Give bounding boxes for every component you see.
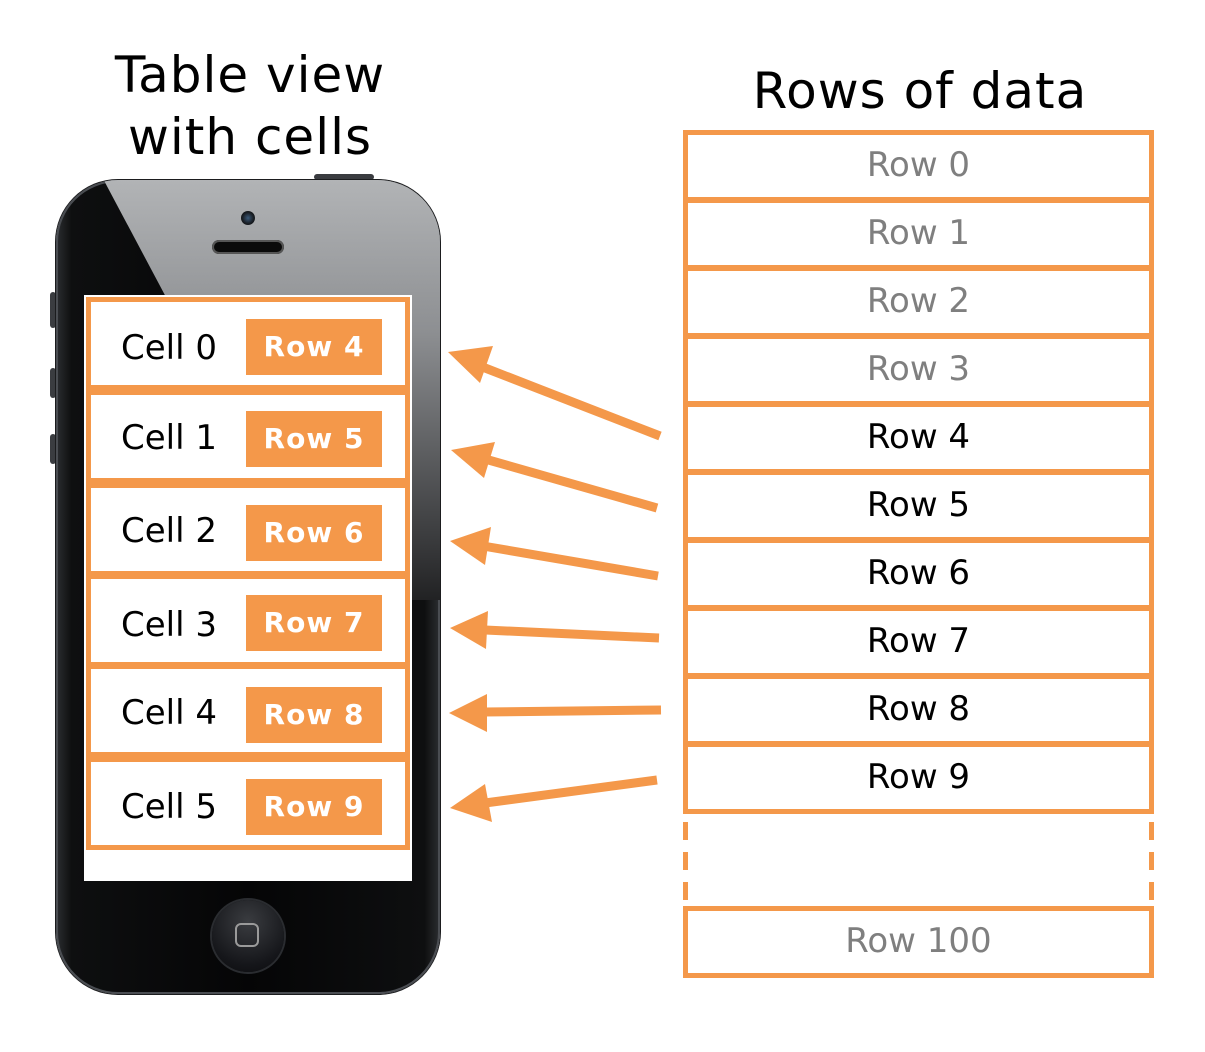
cell-label: Cell 3: [121, 605, 217, 645]
rows-of-data-title: Rows of data: [752, 62, 1088, 120]
mute-switch: [50, 292, 56, 328]
table-cell-2: Cell 2 Row 6: [86, 483, 410, 576]
ellipsis-left-dashed-border: [683, 822, 688, 900]
volume-down-button: [50, 434, 56, 464]
arrow-row5-to-cell1: [451, 442, 659, 513]
cell-row-badge: Row 8: [246, 687, 382, 743]
table-cell-3: Cell 3 Row 7: [86, 574, 410, 667]
cell-row-badge: Row 5: [246, 411, 382, 467]
table-cell-0: Cell 0 Row 4: [86, 297, 410, 390]
cell-label: Cell 2: [121, 511, 217, 551]
front-camera-icon: [241, 211, 255, 225]
cell-label: Cell 1: [121, 418, 217, 458]
table-view-title: Table view with cells: [60, 44, 440, 168]
home-square-icon: [235, 923, 259, 947]
home-button: [212, 900, 284, 972]
cell-row-badge: Row 6: [246, 505, 382, 561]
cell-label: Cell 0: [121, 328, 217, 368]
cell-label: Cell 5: [121, 787, 217, 827]
cell-label: Cell 4: [121, 693, 217, 733]
table-view-title-line-1: Table view: [114, 46, 386, 104]
arrow-row9-to-cell5: [450, 775, 658, 822]
arrow-row8-to-cell4: [449, 694, 662, 732]
table-cell-4: Cell 4 Row 8: [86, 664, 410, 757]
data-row-9: Row 9: [683, 742, 1154, 814]
data-row-100: Row 100: [683, 906, 1154, 978]
power-button: [314, 174, 374, 180]
cell-row-badge: Row 9: [246, 779, 382, 835]
cell-row-badge: Row 4: [246, 319, 382, 375]
table-cell-1: Cell 1 Row 5: [86, 390, 410, 483]
speaker-grille: [212, 240, 284, 254]
table-cell-5: Cell 5 Row 9: [86, 757, 410, 850]
cell-row-badge: Row 7: [246, 595, 382, 651]
arrow-row6-to-cell2: [450, 527, 659, 581]
ellipsis-right-dashed-border: [1149, 822, 1154, 900]
arrow-row7-to-cell3: [450, 611, 660, 649]
table-view-title-line-2: with cells: [127, 108, 373, 166]
arrow-row4-to-cell0: [448, 346, 662, 441]
volume-up-button: [50, 368, 56, 398]
